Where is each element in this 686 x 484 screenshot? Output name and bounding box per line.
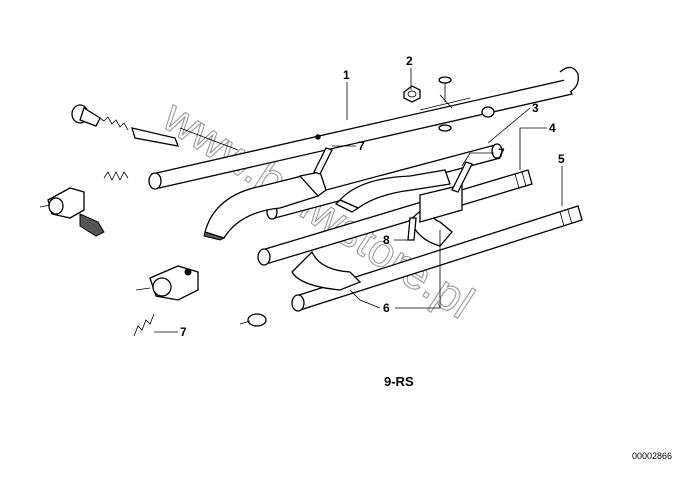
spring-left <box>103 171 129 181</box>
part-8-pin <box>407 217 417 241</box>
part-2-nut <box>403 76 495 132</box>
part-5-shift-rail <box>291 205 583 312</box>
label-7-right: 7 <box>498 146 505 160</box>
image-reference: 00002866 <box>632 451 672 461</box>
label-4: 4 <box>549 121 556 135</box>
part-7-roll-pin-upper <box>313 147 333 175</box>
label-1: 1 <box>343 68 350 82</box>
part-6-shift-fork <box>291 184 463 291</box>
part-7-roll-pin-lower <box>133 313 155 337</box>
part-7-roll-pin-right <box>451 161 473 193</box>
shift-dog-upper <box>39 187 105 237</box>
shift-fork-left <box>203 171 327 241</box>
label-7-lower: 7 <box>180 325 187 339</box>
label-6: 6 <box>383 301 390 315</box>
label-3: 3 <box>532 101 539 115</box>
shift-dog-lower <box>135 265 199 301</box>
leader-lines <box>154 68 563 333</box>
shift-fork-middle <box>334 169 451 213</box>
detent-plunger-assembly <box>71 104 239 151</box>
label-7-upper: 7 <box>358 139 365 153</box>
circlip <box>239 313 267 327</box>
group-code: 9-RS <box>384 374 414 389</box>
label-8: 8 <box>383 233 390 247</box>
label-2: 2 <box>406 54 413 68</box>
label-5: 5 <box>558 152 565 166</box>
part-1-selector-shaft <box>148 66 579 190</box>
